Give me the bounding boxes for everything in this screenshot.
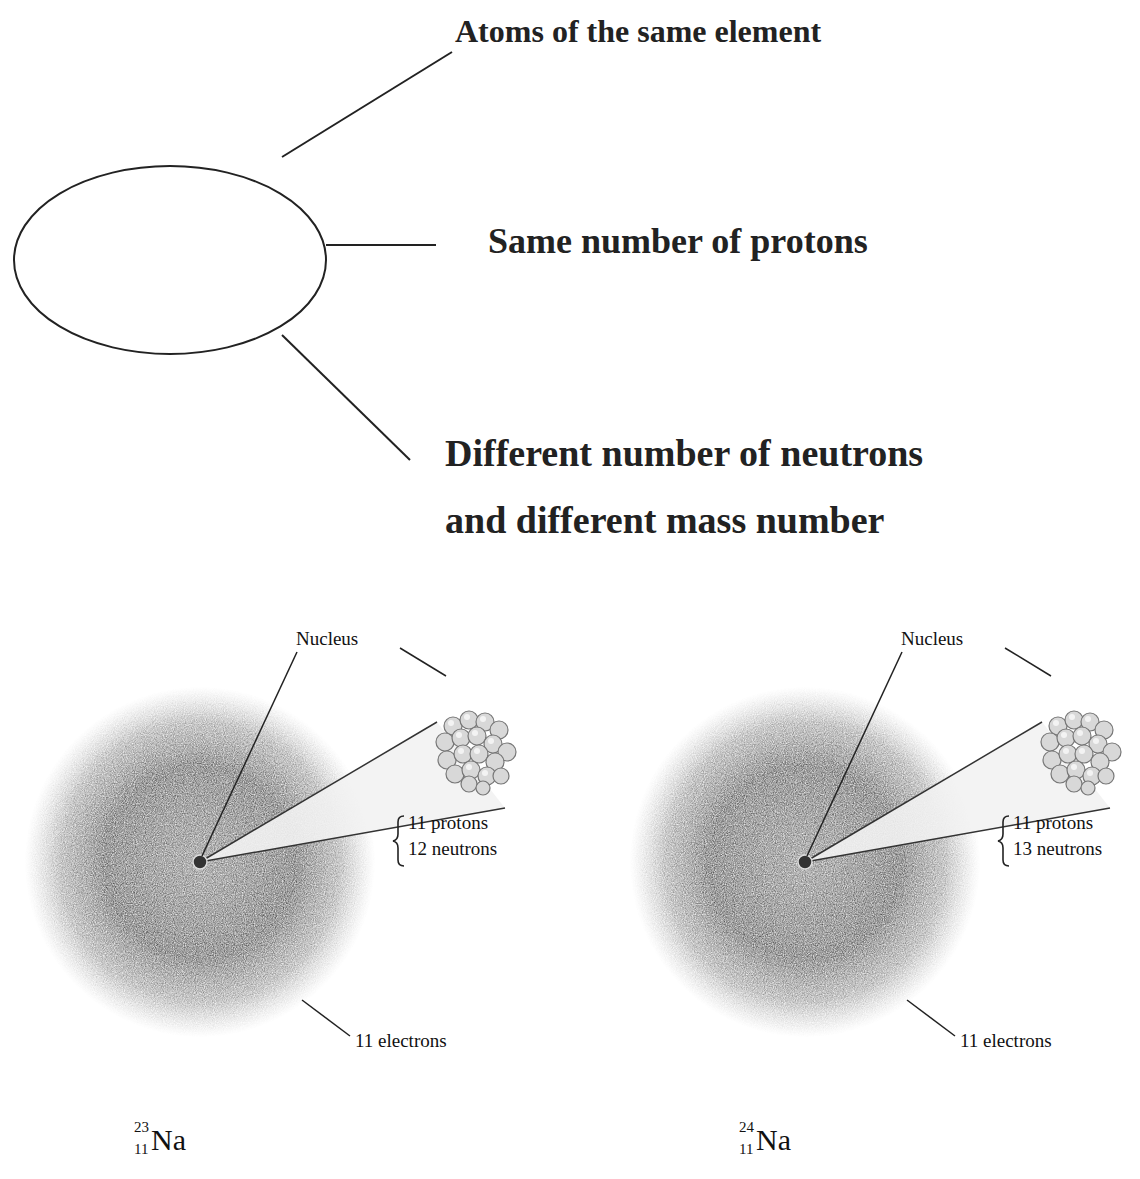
- leader-line: [282, 335, 410, 460]
- particle-count: 13 neutrons: [1013, 838, 1102, 861]
- mass-number: 24: [739, 1118, 754, 1136]
- atom-left: [25, 648, 516, 1037]
- mass-number: 23: [134, 1118, 149, 1136]
- concept-heading: Different number of neutrons and differe…: [445, 420, 990, 553]
- part-label: 11 electrons: [960, 1030, 1052, 1053]
- concept-heading: Atoms of the same element: [455, 12, 821, 50]
- atomic-number: 11: [739, 1140, 753, 1158]
- concept-heading: Same number of protons: [488, 220, 868, 263]
- part-label: Nucleus: [296, 628, 358, 651]
- particle-count: 12 neutrons: [408, 838, 497, 861]
- leader-line: [282, 52, 452, 157]
- part-label: 11 electrons: [355, 1030, 447, 1053]
- element-symbol: Na: [151, 1122, 186, 1158]
- element-symbol: Na: [756, 1122, 791, 1158]
- particle-count: 11 protons: [1013, 812, 1093, 835]
- particle-count: 11 protons: [408, 812, 488, 835]
- part-label: Nucleus: [901, 628, 963, 651]
- atom-right: [630, 648, 1121, 1037]
- atomic-number: 11: [134, 1140, 148, 1158]
- concept-ellipse: [14, 166, 326, 354]
- leader-line: [326, 244, 436, 246]
